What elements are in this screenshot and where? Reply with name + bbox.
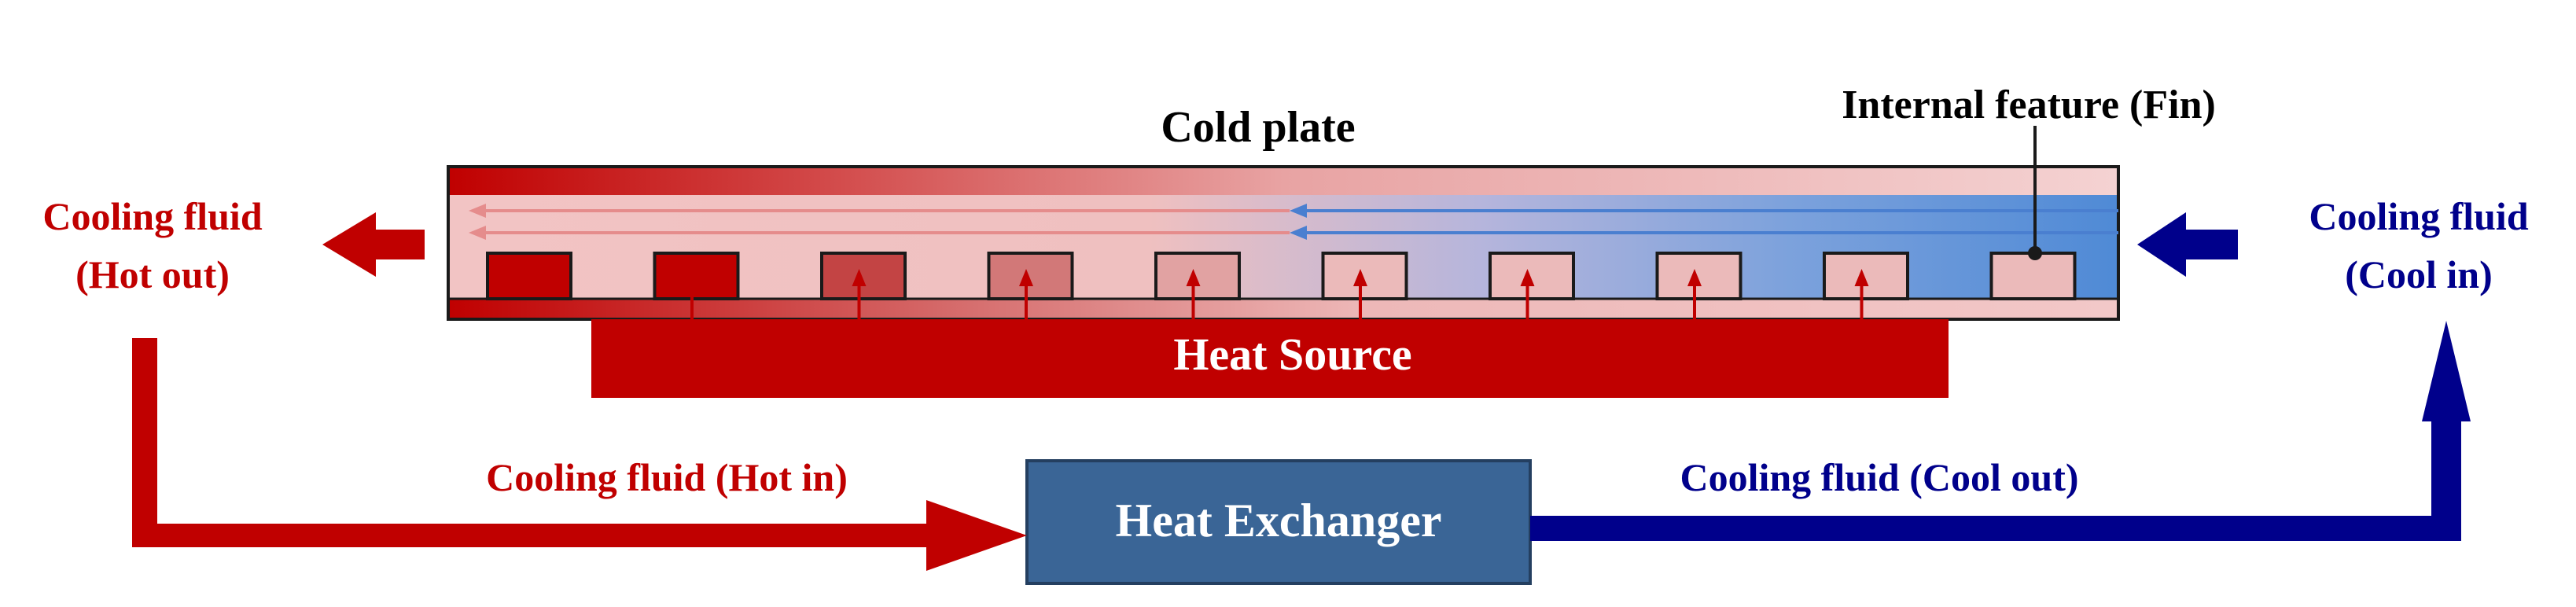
cold-plate-top-wall xyxy=(448,167,2118,195)
cool-in-upward-arrowhead-icon xyxy=(2422,321,2471,421)
heat-arrowhead-icon xyxy=(1854,269,1869,286)
cold-plate xyxy=(447,126,2120,321)
flow-arrowhead-icon xyxy=(1290,226,1307,240)
heat-arrowhead-icon xyxy=(1019,269,1033,286)
fin xyxy=(653,252,740,300)
fin xyxy=(1489,252,1575,300)
hot-out-label-line1: Cooling fluid xyxy=(42,194,262,238)
hot-out-arrow-icon xyxy=(322,212,425,277)
fin xyxy=(1823,252,1909,300)
flow-arrowhead-icon xyxy=(1290,204,1307,218)
cool-in-label-line2: (Cool in) xyxy=(2345,252,2493,296)
cool-in-arrow-icon xyxy=(2137,212,2238,277)
heat-source-block xyxy=(591,319,1949,398)
internal-flow-arrows xyxy=(469,204,2118,240)
fin xyxy=(1655,252,1742,300)
hot-in-label: Cooling fluid (Hot in) xyxy=(486,455,848,499)
heat-arrowhead-icon xyxy=(1353,269,1367,286)
hot-out-label-line2: (Hot out) xyxy=(75,252,230,296)
fin xyxy=(486,252,572,300)
heat-exchanger-label: Heat Exchanger xyxy=(1116,495,1442,546)
cold-plate-label: Cold plate xyxy=(1161,103,1355,152)
internal-feature-label: Internal feature (Fin) xyxy=(1842,83,2216,127)
heat-arrowhead-icon xyxy=(1520,269,1535,286)
heat-flux-arrows xyxy=(685,269,1869,319)
fin xyxy=(1321,252,1408,300)
heat-arrowhead-icon xyxy=(685,269,699,286)
flow-arrowhead-icon xyxy=(469,204,486,218)
hot-in-arrowhead-icon xyxy=(926,500,1027,571)
heat-arrowhead-icon xyxy=(1186,269,1201,286)
fin xyxy=(987,252,1074,300)
hot-return-pipe xyxy=(132,338,931,547)
heat-arrowhead-icon xyxy=(1687,269,1702,286)
cool-out-label: Cooling fluid (Cool out) xyxy=(1680,455,2078,499)
fin xyxy=(1154,252,1241,300)
fin-pointer-dot xyxy=(2028,246,2042,260)
fin xyxy=(1989,252,2077,300)
flow-arrowhead-icon xyxy=(469,226,486,240)
cool-in-label-line1: Cooling fluid xyxy=(2309,194,2528,238)
fins xyxy=(448,252,2118,300)
heat-exchanger-box xyxy=(1025,459,1532,585)
heat-arrowhead-icon xyxy=(852,269,867,286)
cold-plate-base xyxy=(448,299,2118,319)
cool-supply-pipe xyxy=(1530,420,2461,541)
heat-source-label: Heat Source xyxy=(1173,329,1411,380)
fin xyxy=(820,252,907,300)
